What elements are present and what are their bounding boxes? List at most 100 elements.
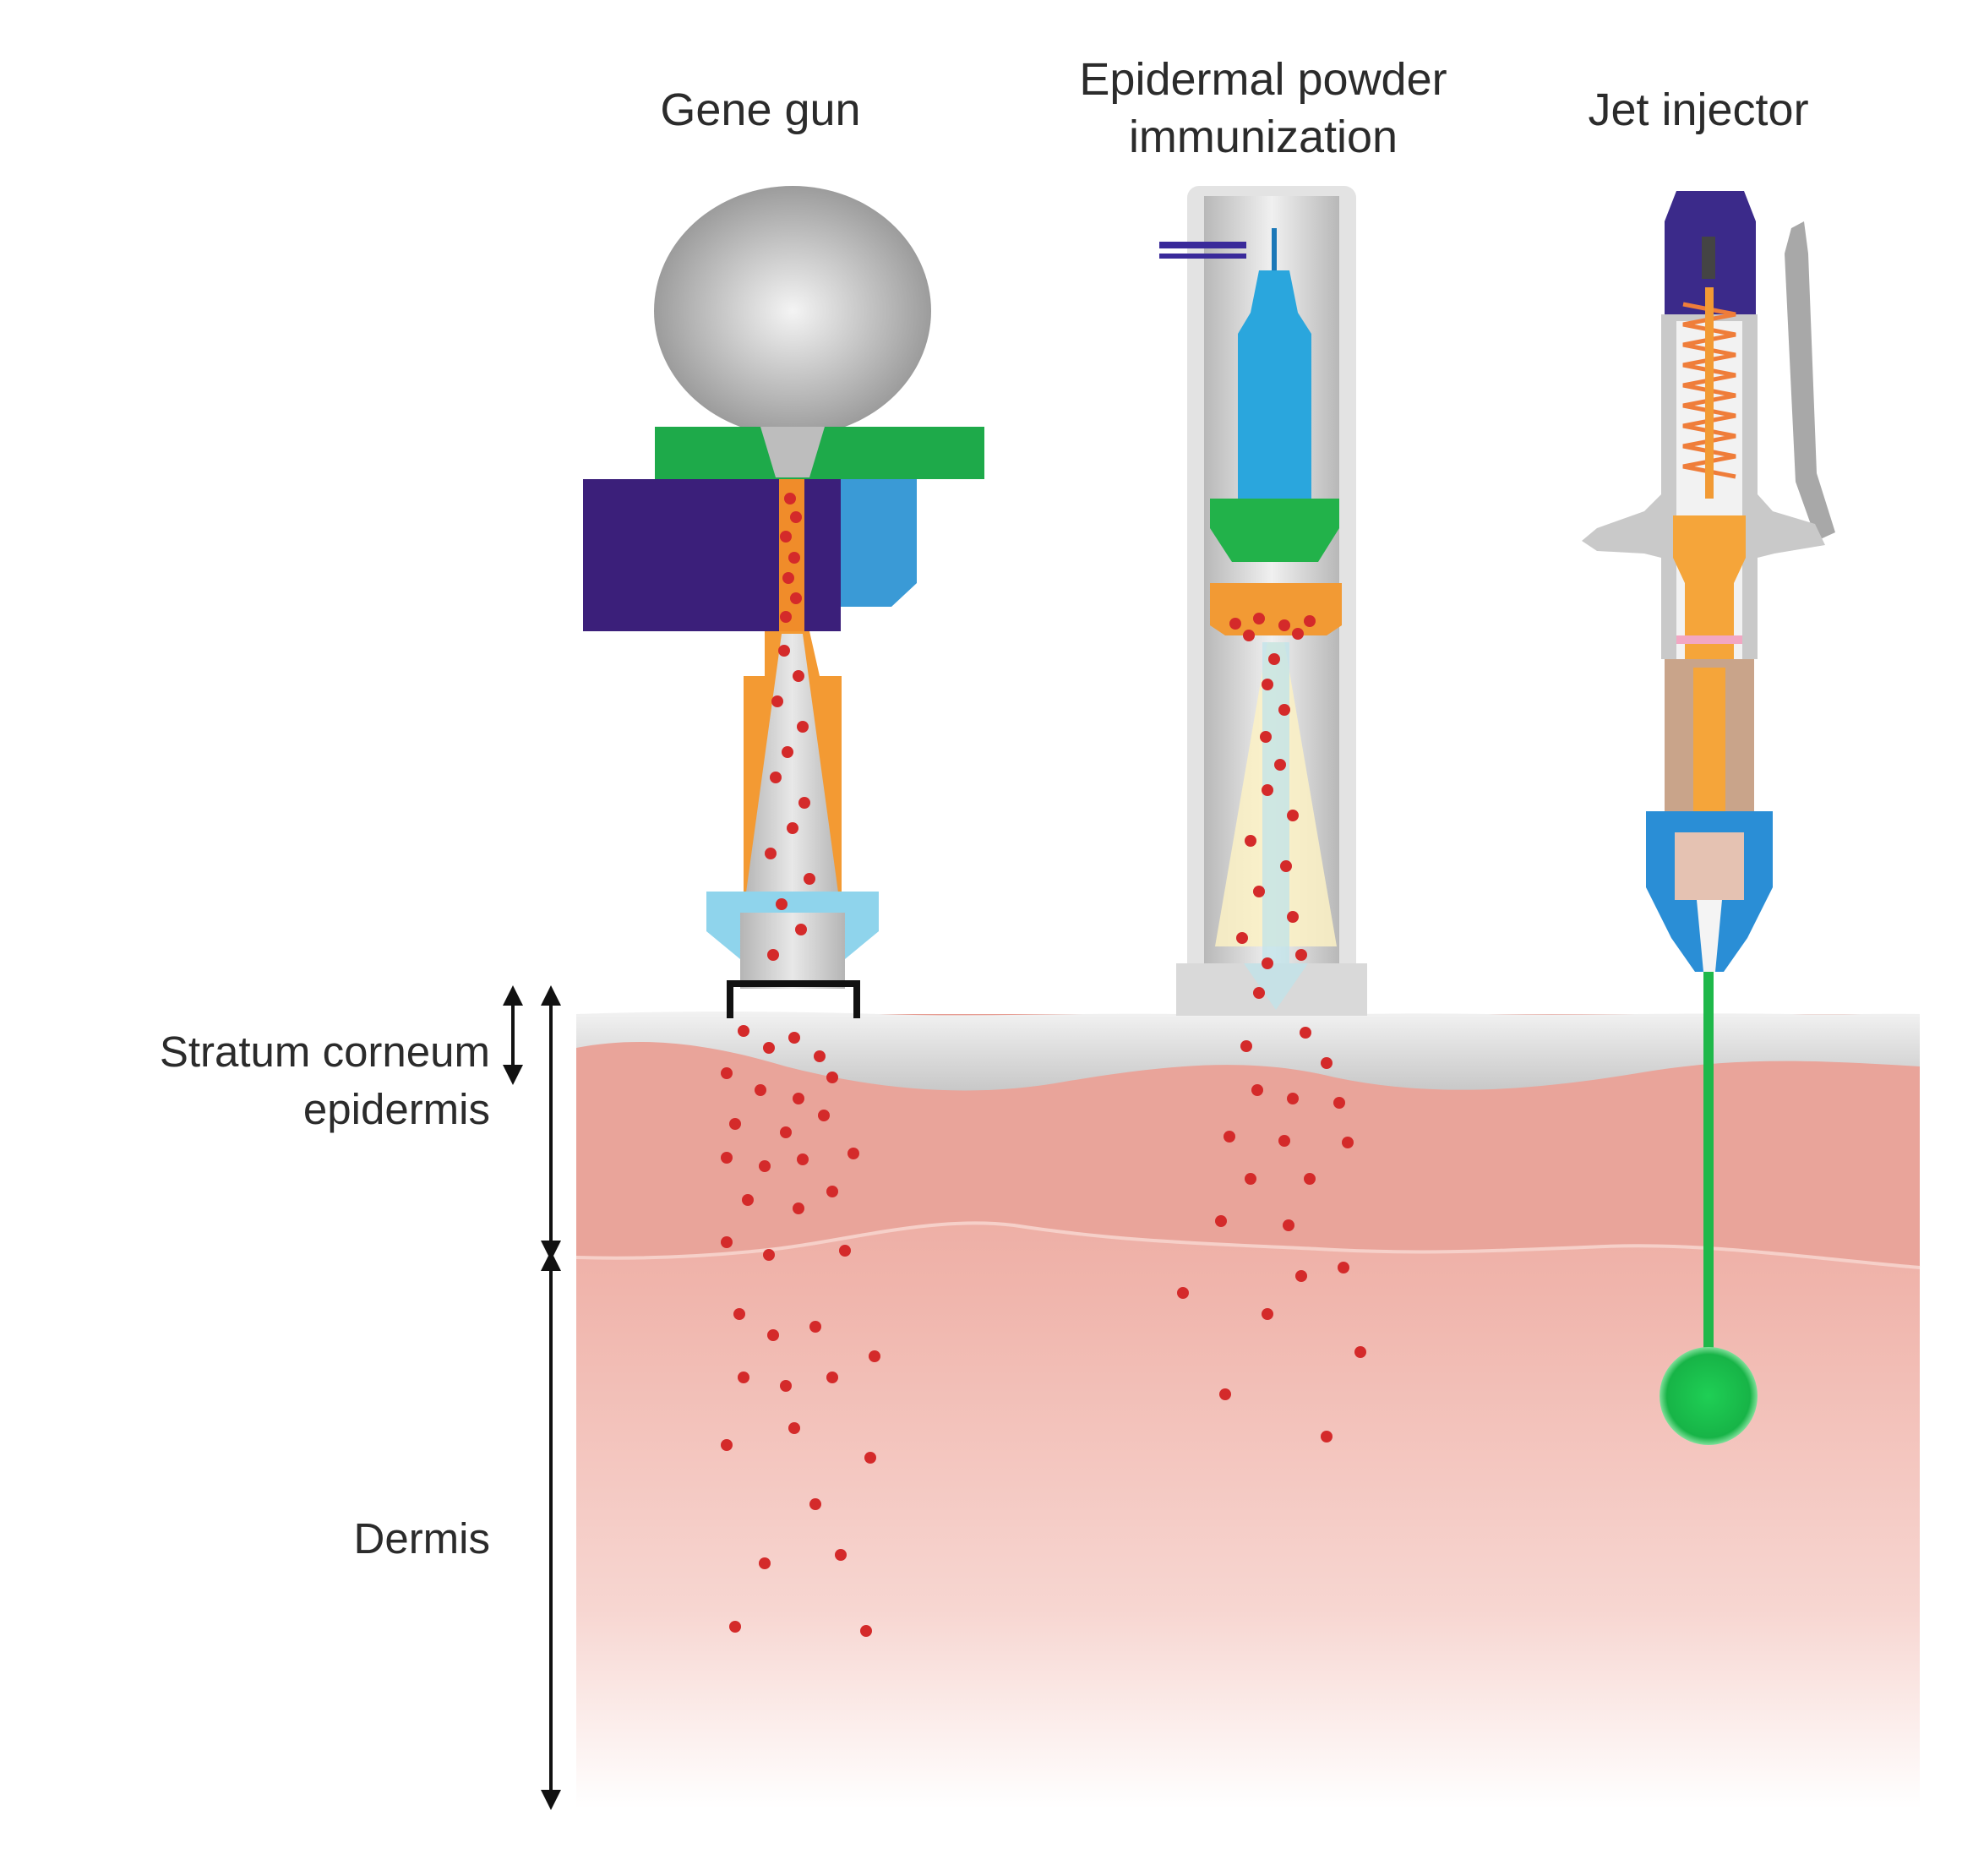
particle	[1253, 987, 1265, 999]
particle	[826, 1372, 838, 1383]
particle	[729, 1621, 741, 1633]
powder-immunization-title-line2: immunization	[1128, 112, 1398, 162]
particle	[721, 1067, 733, 1079]
particle	[780, 611, 792, 623]
jet-injector-device	[1582, 191, 1835, 1445]
particle	[733, 1308, 745, 1320]
particle	[809, 1498, 821, 1510]
valve-pin	[1159, 242, 1246, 259]
nozzle-orifice	[1697, 900, 1722, 972]
stratum-corneum-label: Stratum corneum	[159, 1028, 490, 1076]
particle	[1333, 1097, 1345, 1109]
particle	[778, 645, 790, 657]
particle	[1236, 932, 1248, 944]
needle-stem	[1272, 228, 1277, 270]
particle	[738, 1025, 749, 1037]
particle	[738, 1372, 749, 1383]
particle	[797, 721, 809, 733]
blue-side-block	[841, 479, 917, 607]
particle	[1321, 1431, 1333, 1442]
gene-gun-spray-cone	[744, 634, 841, 911]
particle	[787, 822, 798, 834]
particle	[793, 1202, 804, 1214]
particle	[784, 493, 796, 504]
spacer-window	[740, 913, 845, 989]
dermis-label: Dermis	[353, 1514, 491, 1562]
powder-immunization-title-line1: Epidermal powder	[1079, 54, 1447, 105]
particle	[818, 1110, 830, 1121]
particle	[767, 1329, 779, 1341]
particle	[1292, 628, 1304, 640]
particle	[835, 1549, 847, 1561]
particle	[1342, 1137, 1354, 1148]
green-rupture-chamber	[1210, 499, 1339, 562]
particle	[826, 1186, 838, 1197]
particle	[1278, 704, 1290, 716]
particle	[1287, 1093, 1299, 1104]
orange-cassette	[1210, 583, 1342, 635]
green-plate-notch	[760, 427, 825, 477]
particle	[1262, 784, 1273, 796]
particle	[798, 797, 810, 809]
particle	[860, 1625, 872, 1637]
particle	[721, 1439, 733, 1451]
particle	[1287, 810, 1299, 821]
epidermis-dermis-boundary	[575, 1221, 1921, 1269]
gas-reservoir-balloon	[654, 186, 931, 436]
gene-gun-title: Gene gun	[660, 85, 861, 135]
particle	[1295, 1270, 1307, 1282]
particle	[759, 1557, 771, 1569]
particle	[1245, 1173, 1256, 1185]
particle	[780, 1380, 792, 1392]
particle	[1251, 1084, 1263, 1096]
particle	[797, 1153, 809, 1165]
particle	[1219, 1388, 1231, 1400]
particle	[776, 898, 788, 910]
particle	[1278, 619, 1290, 631]
nozzle-inner	[1675, 832, 1744, 900]
particle	[788, 1422, 800, 1434]
particle	[1304, 1173, 1316, 1185]
particle	[1177, 1287, 1189, 1299]
particle	[1300, 1027, 1311, 1039]
particle	[839, 1245, 851, 1257]
gene-gun-particles	[721, 493, 880, 1637]
layer-scale-arrows	[503, 985, 561, 1810]
particle	[742, 1194, 754, 1206]
particle	[1215, 1215, 1227, 1227]
particle	[1224, 1131, 1235, 1143]
particle	[1278, 1135, 1290, 1147]
particle	[1304, 615, 1316, 627]
particle	[793, 1093, 804, 1104]
particle	[759, 1160, 771, 1172]
particle	[1262, 957, 1273, 969]
particle	[1262, 1308, 1273, 1320]
particle	[1260, 731, 1272, 743]
particle	[847, 1148, 859, 1159]
particle	[1280, 860, 1292, 872]
particle	[1295, 949, 1307, 961]
gene-gun-device	[583, 186, 984, 1637]
jet-deposit-droplet	[1660, 1347, 1758, 1445]
particle	[788, 552, 800, 564]
powder-immunization-device	[1159, 186, 1367, 1442]
spacer-feet	[727, 980, 860, 1018]
particle	[763, 1249, 775, 1261]
particle	[793, 670, 804, 682]
powder-particles	[1177, 613, 1366, 1442]
spring-rod	[1705, 287, 1714, 499]
particle	[1229, 618, 1241, 630]
particle	[765, 848, 777, 859]
particle	[721, 1152, 733, 1164]
particle	[1274, 759, 1286, 771]
particle	[763, 1042, 775, 1054]
particle	[767, 949, 779, 961]
cap-plunger	[1702, 237, 1715, 279]
particle	[1354, 1346, 1366, 1358]
particle	[1243, 630, 1255, 641]
particle	[1268, 653, 1280, 665]
particle	[755, 1084, 766, 1096]
particle	[1287, 911, 1299, 923]
particle	[1321, 1057, 1333, 1069]
